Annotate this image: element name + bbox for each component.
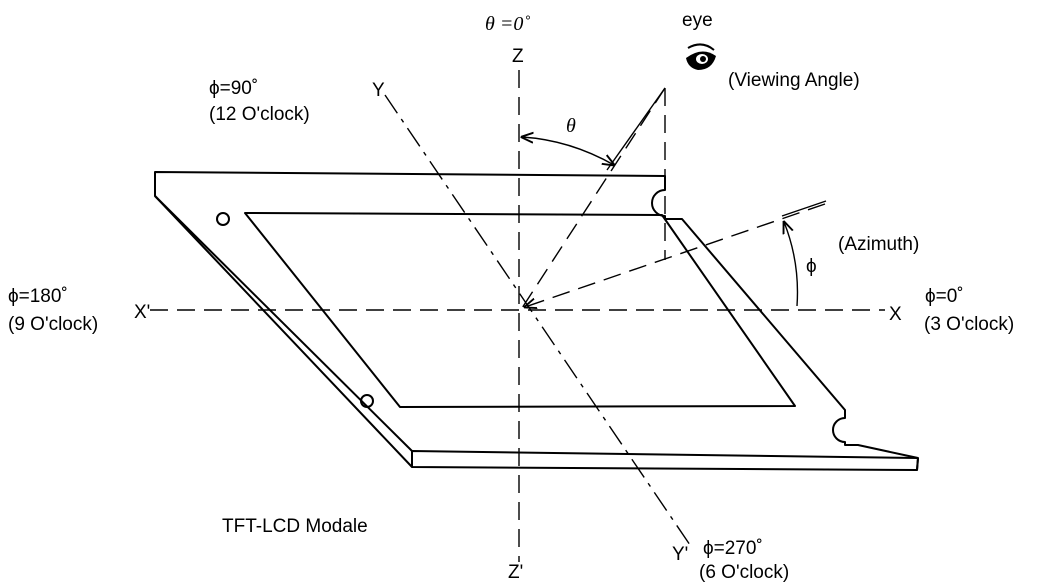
clock-9-label: (9 O'clock) [8,314,98,335]
phi-90-label: ϕ=90˚ [209,78,258,99]
module-name-label: TFT-LCD Modale [222,516,368,537]
viewing-angle-label: (Viewing Angle) [728,70,860,91]
z-axis-label: Z [512,46,524,67]
viewing-direction-line [521,87,666,309]
phi-0-label: ϕ=0˚ [925,286,964,307]
phi-arc [784,222,799,307]
clock-12-label: (12 O'clock) [209,104,310,125]
eye-label: eye [682,10,713,31]
x-prime-label: X' [134,302,150,323]
x-axis-label: X [889,304,902,325]
module-front-edge [154,172,919,471]
theta-arc [522,137,614,165]
display-window [244,212,796,408]
clock-6-label: (6 O'clock) [699,562,789,582]
theta-label: θ [566,115,576,137]
y-axis [384,94,691,546]
phi-180-label: ϕ=180˚ [8,286,68,307]
z-prime-label: Z' [508,562,523,582]
clock-3-label: (3 O'clock) [924,314,1014,335]
y-prime-label: Y' [672,544,688,565]
module-top-face [154,171,919,471]
mounting-hole-top-left [216,212,230,226]
module-side-edge [154,195,413,452]
mounting-hole-bottom-left [360,394,374,408]
theta-zero-label: θ =0˚ [485,13,530,35]
phi-270-label: ϕ=270˚ [703,538,763,559]
phi-arc-tick [781,200,827,217]
eye-guide-lines [606,87,666,171]
y-axis-label: Y [372,80,385,101]
azimuth-label: (Azimuth) [838,234,919,255]
eye-icon [686,43,716,70]
phi-label: ϕ [806,256,817,277]
